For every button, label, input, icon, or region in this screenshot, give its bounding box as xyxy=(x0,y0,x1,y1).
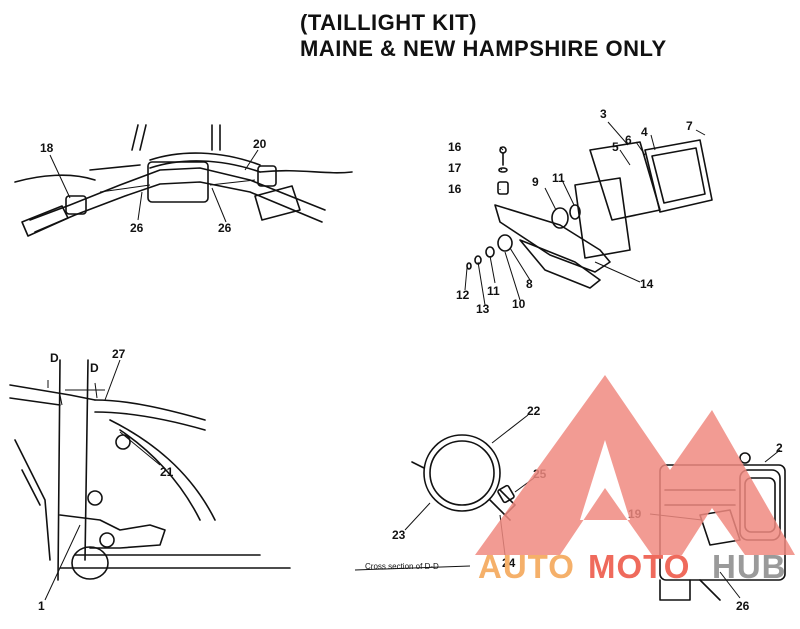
callout-10: 10 xyxy=(512,297,526,311)
callout-4: 4 xyxy=(641,125,648,139)
watermark-text-moto: MOTO xyxy=(588,548,690,585)
callout-16-b: 16 xyxy=(448,182,462,196)
callout-17: 17 xyxy=(448,161,462,175)
callout-7: 7 xyxy=(686,119,693,133)
callout-27: 27 xyxy=(112,347,126,361)
callout-22: 22 xyxy=(527,404,541,418)
callout-3: 3 xyxy=(600,107,607,121)
callout-6: 6 xyxy=(625,133,632,147)
title-line-2: MAINE & NEW HAMPSHIRE ONLY xyxy=(300,36,667,61)
callout-11-a: 11 xyxy=(552,171,565,185)
callout-14: 14 xyxy=(640,277,654,291)
callout-26-a: 26 xyxy=(130,221,144,235)
frame-side-view xyxy=(9,359,291,601)
watermark-logo-mark xyxy=(475,375,795,555)
callout-26-c: 26 xyxy=(736,599,750,613)
callout-23: 23 xyxy=(392,528,406,542)
callout-20: 20 xyxy=(253,137,267,151)
callout-13: 13 xyxy=(476,302,490,316)
watermark-text-auto: AUTO xyxy=(478,548,575,585)
cross-section-caption: Cross section of D-D xyxy=(365,562,439,571)
callout-1: 1 xyxy=(38,599,45,613)
callout-9: 9 xyxy=(532,175,539,189)
callout-5: 5 xyxy=(612,140,619,154)
callout-24: 24 xyxy=(502,556,516,570)
section-mark-d-bottom: D xyxy=(90,361,99,375)
callout-18: 18 xyxy=(40,141,54,155)
taillight-assembly xyxy=(464,121,713,306)
title-line-1: (TAILLIGHT KIT) xyxy=(300,10,477,35)
callout-11-b: 11 xyxy=(487,284,500,298)
callout-21: 21 xyxy=(160,465,174,479)
watermark-text-hub: HUB xyxy=(712,548,787,585)
automotohub-watermark xyxy=(475,375,795,555)
callout-26-b: 26 xyxy=(218,221,232,235)
callout-16-a: 16 xyxy=(448,140,462,154)
section-mark-d-top: D xyxy=(50,351,59,365)
handlebar-assembly xyxy=(14,124,353,237)
callout-8: 8 xyxy=(526,277,533,291)
callout-12: 12 xyxy=(456,288,470,302)
callout-2: 2 xyxy=(776,441,783,455)
